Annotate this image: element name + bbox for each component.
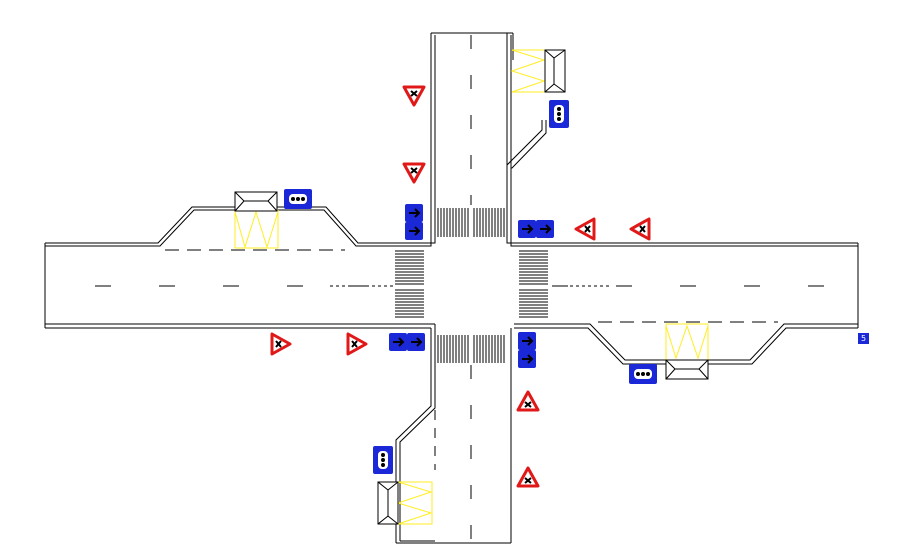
crosswalk-east <box>519 250 548 318</box>
yield-sign-icon <box>270 332 292 356</box>
crosswalk-south <box>437 335 505 363</box>
direction-sign-icon <box>404 221 424 241</box>
bus-stop-north <box>510 49 566 93</box>
page-number-badge: 5 <box>858 333 869 344</box>
crosswalk-north <box>437 208 505 237</box>
lane-markings <box>95 35 850 545</box>
direction-sign-icon <box>517 349 537 369</box>
traffic-light-sign-icon <box>284 189 312 209</box>
road-edges <box>44 32 859 544</box>
shelter-roof-west <box>234 191 278 212</box>
direction-sign-icon <box>404 203 424 223</box>
shelter-roof-south <box>377 481 399 525</box>
shelter-roof-east <box>665 359 709 380</box>
bus-stop-south <box>377 481 433 525</box>
direction-sign-icon <box>535 219 555 239</box>
traffic-light-sign-icon <box>373 446 393 474</box>
yield-sign-icon <box>402 162 426 184</box>
bus-stop-west <box>234 191 279 249</box>
direction-sign-icon <box>388 332 408 352</box>
direction-sign-icon <box>517 331 537 351</box>
crosswalk-west <box>395 250 424 318</box>
yield-sign-icon <box>629 217 651 241</box>
yield-sign-icon <box>516 390 540 412</box>
traffic-light-sign-icon <box>549 100 569 128</box>
yield-sign-icon <box>402 85 426 107</box>
direction-sign-icon <box>406 332 426 352</box>
yield-sign-icon <box>516 466 540 488</box>
yield-sign-icon <box>346 332 368 356</box>
yield-sign-icon <box>574 217 596 241</box>
direction-sign-icon <box>517 219 537 239</box>
traffic-light-sign-icon <box>629 364 657 384</box>
bus-stop-east <box>665 323 709 380</box>
shelter-roof-north <box>544 49 566 93</box>
